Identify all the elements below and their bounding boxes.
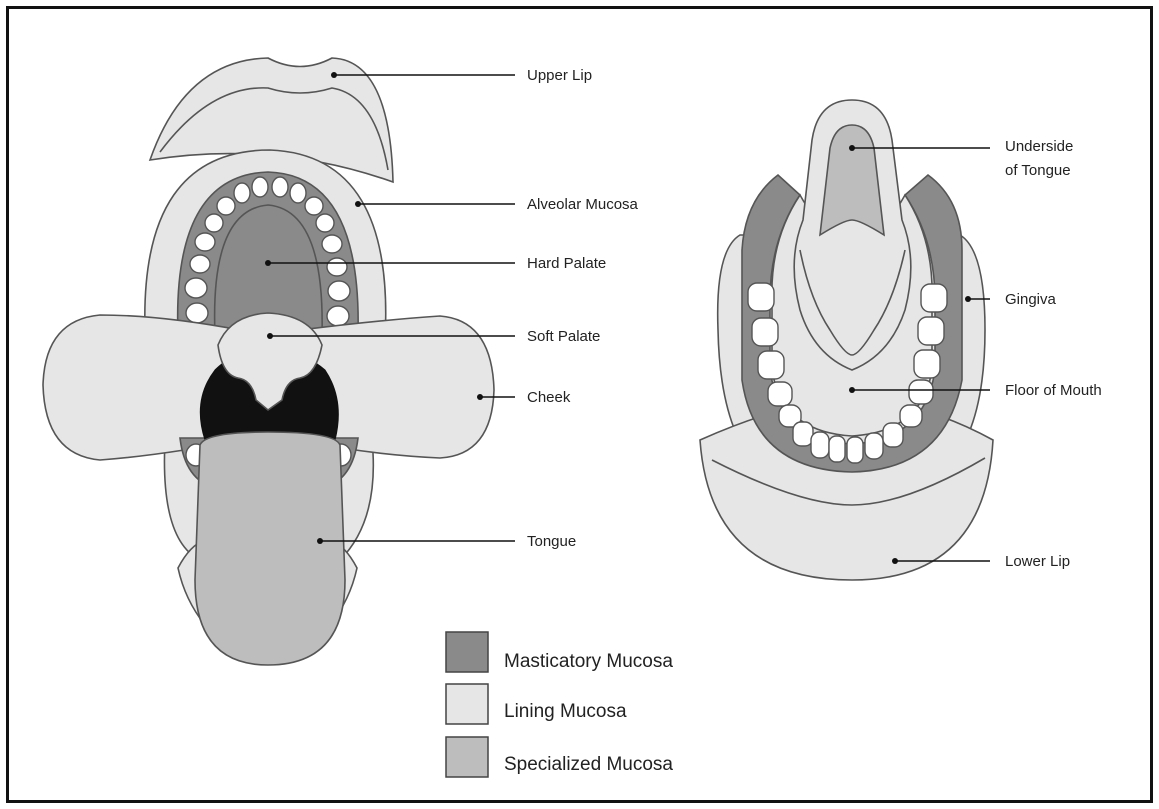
tooth: [811, 432, 829, 458]
legend-label-lining: Lining Mucosa: [504, 701, 627, 722]
tooth: [748, 283, 774, 311]
tooth: [327, 306, 349, 326]
label-gingiva: Gingiva: [1005, 291, 1057, 308]
tooth: [768, 382, 792, 406]
tooth: [327, 258, 347, 276]
tooth: [921, 284, 947, 312]
label-upper-lip: Upper Lip: [527, 67, 592, 84]
tooth: [305, 197, 323, 215]
lower-mouth-figure: [700, 100, 993, 580]
legend-swatch-masticatory: [446, 632, 488, 672]
tooth: [914, 350, 940, 378]
legend-swatch-specialized: [446, 737, 488, 777]
label-underside-of-tongue-2: of Tongue: [1005, 162, 1071, 179]
tooth: [205, 214, 223, 232]
tooth: [234, 183, 250, 203]
label-underside-of-tongue-1: Underside: [1005, 138, 1073, 155]
upper-mouth-figure: [43, 58, 494, 665]
tooth: [758, 351, 784, 379]
label-lower-lip: Lower Lip: [1005, 553, 1070, 570]
label-hard-palate: Hard Palate: [527, 255, 606, 272]
tooth: [909, 380, 933, 404]
label-alveolar-mucosa: Alveolar Mucosa: [527, 196, 639, 213]
tooth: [316, 214, 334, 232]
tooth: [829, 436, 845, 462]
tooth: [865, 433, 883, 459]
label-soft-palate: Soft Palate: [527, 328, 600, 345]
tooth: [918, 317, 944, 345]
tooth: [883, 423, 903, 447]
legend-label-specialized: Specialized Mucosa: [504, 754, 673, 775]
tooth: [217, 197, 235, 215]
tooth: [328, 281, 350, 301]
tooth: [185, 278, 207, 298]
tooth: [190, 255, 210, 273]
label-floor-of-mouth: Floor of Mouth: [1005, 382, 1102, 399]
tooth: [195, 233, 215, 251]
tooth: [290, 183, 306, 203]
tongue-shape: [195, 432, 345, 665]
label-cheek: Cheek: [527, 389, 571, 406]
tooth: [252, 177, 268, 197]
tooth: [752, 318, 778, 346]
legend-swatch-lining: [446, 684, 488, 724]
label-tongue: Tongue: [527, 533, 576, 550]
legend: Masticatory Mucosa Lining Mucosa Special…: [446, 632, 673, 777]
tooth: [793, 422, 813, 446]
tooth: [322, 235, 342, 253]
tooth: [186, 303, 208, 323]
tooth: [900, 405, 922, 427]
tooth: [847, 437, 863, 463]
legend-label-masticatory: Masticatory Mucosa: [504, 651, 673, 672]
tooth: [272, 177, 288, 197]
